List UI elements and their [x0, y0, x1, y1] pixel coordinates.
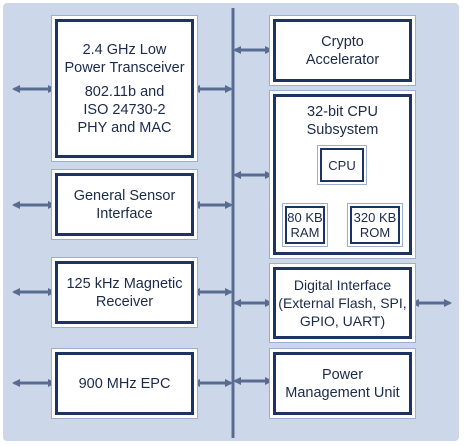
- rom-size-label: 320 KB: [353, 210, 397, 225]
- digital-line-3: GPIO, UART): [299, 313, 386, 329]
- rom-block: 320 KB ROM: [350, 206, 400, 244]
- ram-size-label: 80 KB: [287, 210, 323, 225]
- power-management-block: Power Management Unit: [273, 352, 412, 415]
- digital-line-1: Digital Interface: [293, 277, 392, 293]
- crypto-line-2: Accelerator: [305, 51, 380, 68]
- epc-line-1: 900 MHz EPC: [78, 375, 171, 392]
- magnetic-line-1: 125 kHz Magnetic: [66, 275, 183, 292]
- power-line-1: Power: [321, 366, 364, 383]
- transceiver-title-line-1: 2.4 GHz Low: [82, 41, 167, 58]
- crypto-line-1: Crypto: [321, 33, 364, 50]
- transceiver-title-line-2: Power Transceiver: [64, 59, 185, 76]
- power-line-2: Management Unit: [285, 384, 400, 401]
- transceiver-block: 2.4 GHz Low Power Transceiver 802.11b an…: [55, 19, 194, 158]
- cpu-core-label: CPU: [328, 157, 356, 173]
- ram-type-label: RAM: [290, 225, 320, 240]
- sensor-line-1: General Sensor: [73, 187, 176, 204]
- crypto-block: Crypto Accelerator: [273, 19, 412, 82]
- ram-block: 80 KB RAM: [285, 206, 325, 244]
- epc-block: 900 MHz EPC: [55, 352, 194, 415]
- digital-line-2: (External Flash, SPI,: [278, 295, 407, 311]
- transceiver-detail-line-1: 802.11b and: [84, 83, 165, 100]
- sensor-line-2: Interface: [96, 205, 153, 222]
- digital-interface-block: Digital Interface (External Flash, SPI, …: [273, 267, 412, 339]
- cpu-subsystem-title: 32-bit CPU Subsystem: [276, 103, 409, 139]
- sensor-block: General Sensor Interface: [55, 173, 194, 236]
- cpu-subsystem-title-line-1: 32-bit CPU: [307, 104, 378, 120]
- magnetic-line-2: Receiver: [95, 293, 154, 310]
- rom-type-label: ROM: [359, 225, 391, 240]
- cpu-core-block: CPU: [320, 148, 364, 182]
- cpu-subsystem-title-line-2: Subsystem: [306, 122, 379, 138]
- magnetic-receiver-block: 125 kHz Magnetic Receiver: [55, 261, 194, 324]
- transceiver-detail-line-3: PHY and MAC: [77, 119, 172, 136]
- transceiver-detail-line-2: ISO 24730-2: [83, 101, 166, 118]
